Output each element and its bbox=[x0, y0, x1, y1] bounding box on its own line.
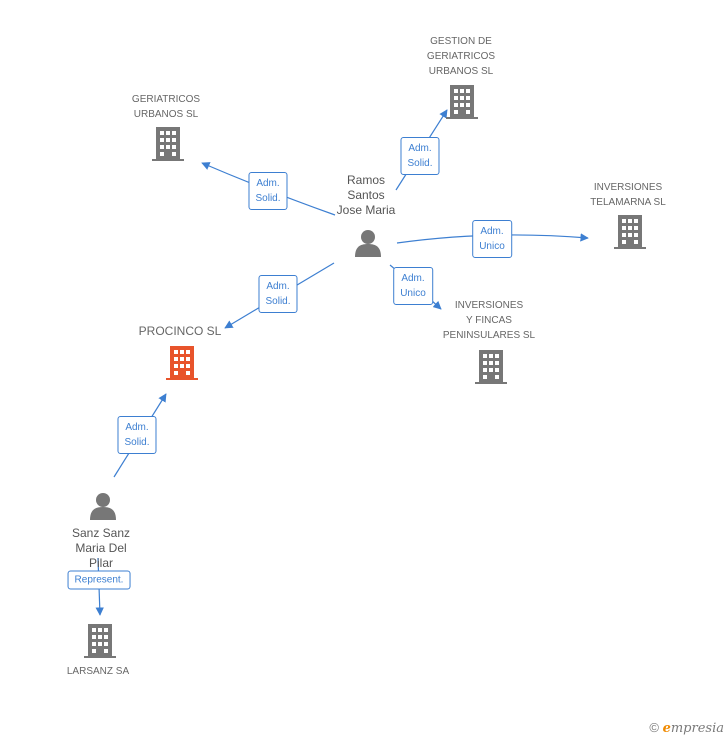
company-label-larsanz: LARSANZ SA bbox=[66, 666, 130, 677]
edge-label-adm-solid[interactable]: Adm. Solid. bbox=[117, 416, 157, 454]
person-label-sanz: Sanz Sanz Maria Del Pilar bbox=[71, 526, 131, 570]
person-icon[interactable] bbox=[88, 492, 118, 525]
edge-label-adm-solid[interactable]: Adm. Solid. bbox=[258, 275, 298, 313]
brand-logo: © empresia bbox=[649, 720, 724, 736]
company-label-procinco: PROCINCO SL bbox=[138, 324, 222, 338]
building-icon[interactable] bbox=[152, 127, 184, 166]
brand-logo-initial: e bbox=[662, 721, 671, 736]
building-icon[interactable] bbox=[446, 85, 478, 124]
person-label-ramos: Ramos Santos Jose Maria bbox=[336, 173, 396, 217]
edge-label-represent[interactable]: Represent. bbox=[67, 570, 131, 590]
company-label-gestion-geriatricos: GESTION DE GERIATRICOS URBANOS SL bbox=[426, 36, 496, 77]
edge-label-adm-unico[interactable]: Adm. Unico bbox=[393, 267, 433, 305]
edge-label-adm-solid[interactable]: Adm. Solid. bbox=[400, 137, 440, 175]
company-label-inversiones-telamarna: INVERSIONES TELAMARNA SL bbox=[590, 182, 666, 208]
building-icon[interactable] bbox=[614, 215, 646, 254]
edge-label-adm-solid[interactable]: Adm. Solid. bbox=[248, 172, 288, 210]
company-label-inversiones-fincas: INVERSIONES Y FINCAS PENINSULARES SL bbox=[442, 300, 536, 341]
company-label-geriatricos-urbanos: GERIATRICOS URBANOS SL bbox=[131, 94, 201, 120]
copyright-icon: © bbox=[649, 720, 659, 735]
building-icon[interactable] bbox=[166, 346, 198, 385]
person-icon[interactable] bbox=[353, 229, 383, 262]
building-icon[interactable] bbox=[475, 350, 507, 389]
edge-label-adm-unico[interactable]: Adm. Unico bbox=[472, 220, 512, 258]
building-icon[interactable] bbox=[84, 624, 116, 663]
brand-logo-name: mpresia bbox=[670, 721, 724, 736]
